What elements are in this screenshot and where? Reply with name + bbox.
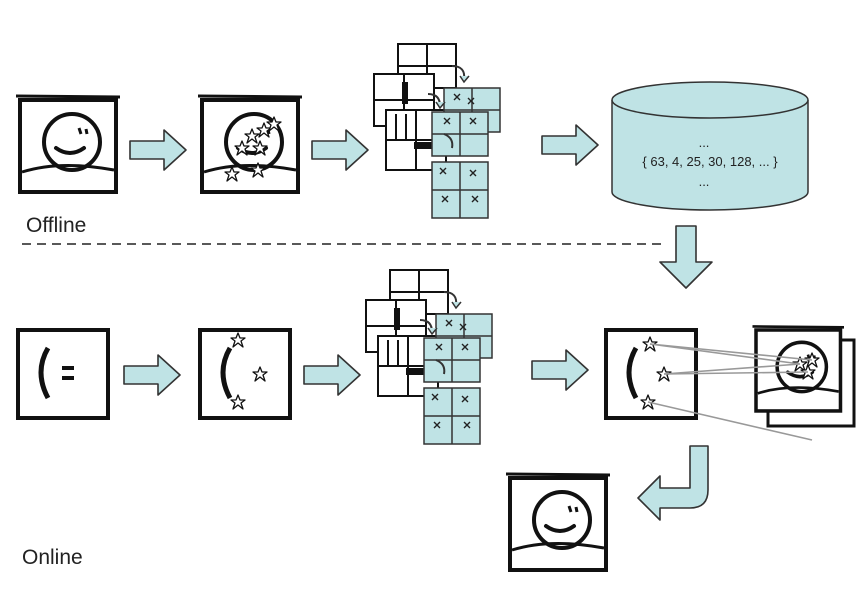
offline-label: Offline (26, 214, 87, 237)
db-bottom-ellipsis: ... (699, 174, 710, 189)
retrieved-result-face (504, 472, 612, 572)
db-values-line: { 63, 4, 25, 30, 128, ... } (642, 154, 778, 169)
offline-arrow-1 (129, 129, 187, 171)
match-lines (647, 343, 813, 441)
offline-arrow-2 (311, 129, 369, 171)
db-top-ellipsis: ... (699, 135, 710, 150)
offline-arrow-3 (541, 124, 599, 166)
online-arrow-3 (531, 349, 589, 391)
offline-keypoint-face (196, 94, 304, 194)
online-feature-grids (365, 269, 493, 445)
online-arrow-1 (123, 354, 181, 396)
database-down-arrow (659, 225, 713, 289)
online-match-database-faces (750, 324, 856, 428)
online-arrow-2 (303, 354, 361, 396)
offline-feature-grids (373, 43, 501, 219)
online-keypoint-partial-face (198, 328, 292, 420)
online-query-partial-face (16, 328, 110, 420)
online-label: Online (22, 546, 83, 569)
offline-input-face (14, 94, 122, 194)
result-return-arrow (637, 445, 709, 521)
descriptor-database: ... { 63, 4, 25, 30, 128, ... } ... (611, 81, 809, 211)
